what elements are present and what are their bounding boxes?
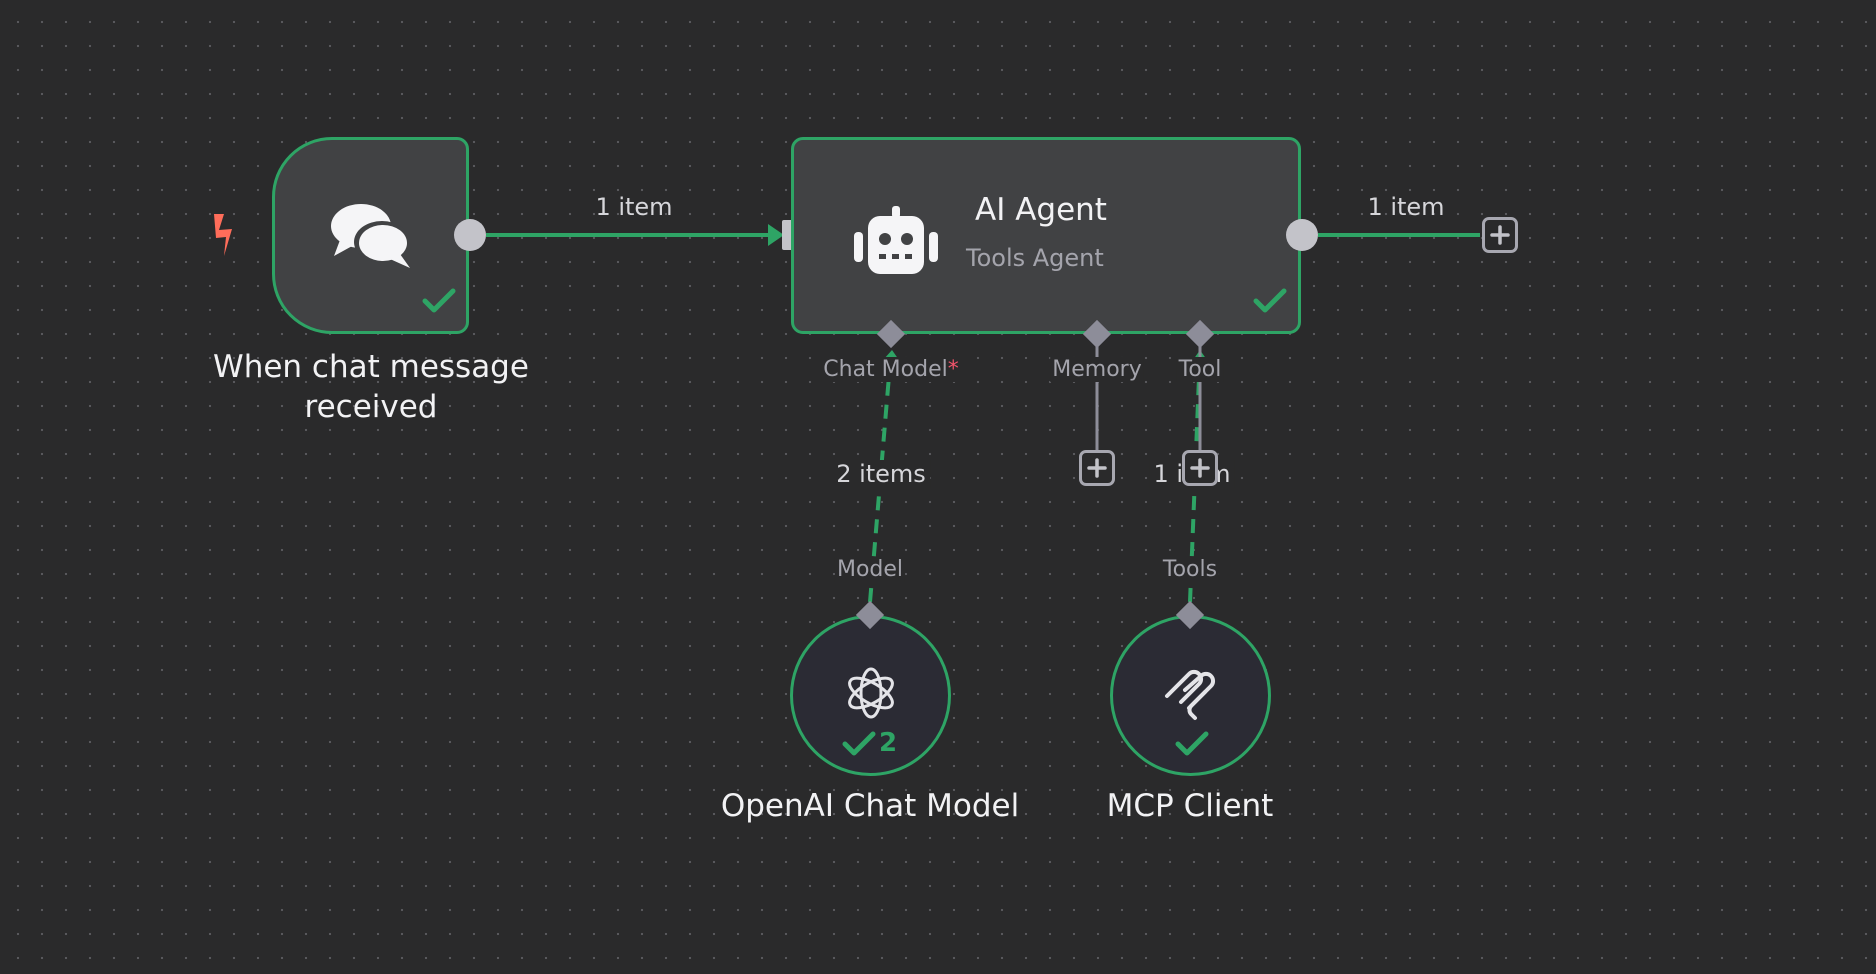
mcp-node-title: MCP Client (1106, 788, 1274, 824)
agent-output-handle[interactable] (1286, 219, 1318, 251)
model-port-label: Model (834, 557, 906, 582)
ai-agent-node[interactable] (791, 137, 1301, 334)
mcp-client-node[interactable] (1110, 615, 1271, 776)
tool-port-label: Tool (1176, 357, 1224, 382)
trigger-bolt-icon (214, 214, 232, 256)
connection-arrow-head (768, 224, 784, 246)
plus-icon (1087, 458, 1107, 478)
edge-label-trigger-agent: 1 item (595, 193, 673, 221)
edge-label-agent-output: 1 item (1367, 193, 1445, 221)
success-check-icon (1253, 288, 1287, 313)
agent-subtitle: Tools Agent (966, 244, 1104, 272)
success-check-icon (1175, 731, 1209, 756)
openai-node-title: OpenAI Chat Model (720, 788, 1020, 824)
mcp-icon (1165, 669, 1216, 720)
openai-icon (848, 667, 894, 719)
edge-label-model-agent: 2 items (832, 460, 930, 488)
add-tool-button[interactable] (1182, 450, 1218, 486)
tools-port-label: Tools (1160, 557, 1220, 582)
success-check-icon (842, 731, 876, 756)
chat-model-label-text: Chat Model (823, 357, 948, 382)
memory-port-label: Memory (1050, 357, 1144, 382)
robot-icon (854, 206, 938, 274)
required-marker: * (947, 357, 959, 382)
trigger-node-title: When chat message received (211, 347, 531, 427)
trigger-title-line2: received (304, 389, 438, 425)
openai-chat-model-node[interactable]: 2 (790, 615, 951, 776)
plus-icon (1190, 458, 1210, 478)
success-check-icon (422, 288, 456, 313)
chat-bubbles-icon (331, 204, 410, 268)
add-node-after-agent-button[interactable] (1482, 217, 1518, 253)
chat-model-port-label: Chat Model* (821, 357, 961, 382)
plus-icon (1490, 225, 1510, 245)
trigger-output-handle[interactable] (454, 219, 486, 251)
agent-title: AI Agent (975, 192, 1107, 228)
add-memory-button[interactable] (1079, 450, 1115, 486)
trigger-title-line1: When chat message (213, 349, 529, 385)
chat-trigger-node[interactable] (272, 137, 469, 334)
run-count-badge: 2 (879, 728, 898, 758)
